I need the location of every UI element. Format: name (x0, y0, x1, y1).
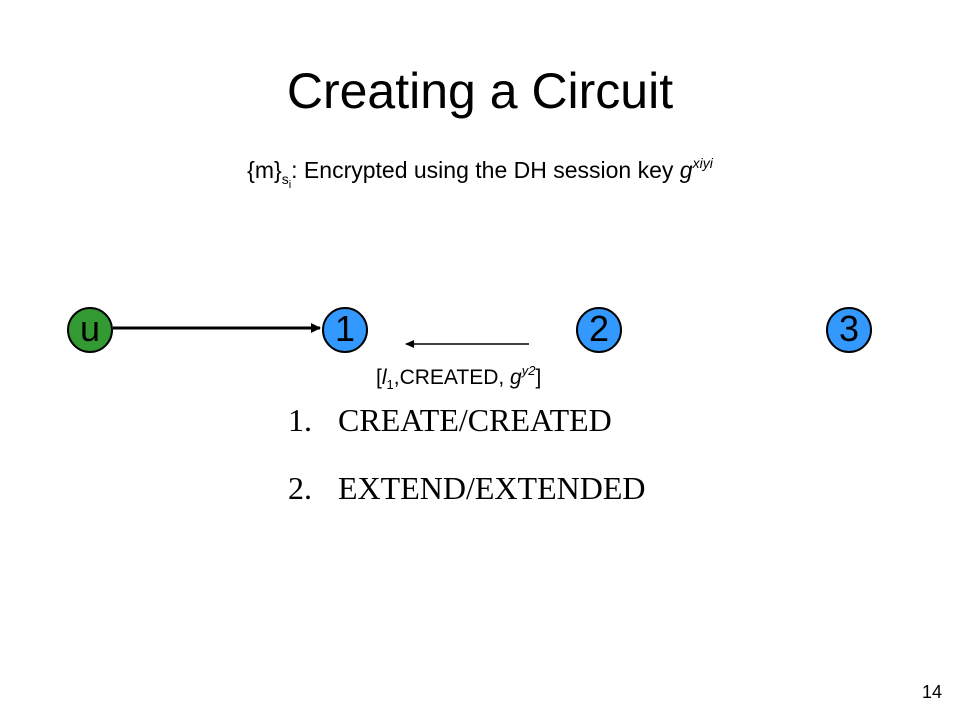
node-3: 3 (826, 307, 872, 353)
step-label: CREATE/CREATED (338, 402, 612, 438)
subtitle-subscript: si (281, 171, 291, 191)
subtitle-sub-base: s (281, 171, 289, 187)
message-close-bracket: ] (535, 366, 542, 389)
message-circuit-id-sub: 1 (386, 377, 394, 392)
message-middle: ,CREATED, (393, 366, 511, 389)
node-u: u (67, 307, 113, 353)
slide-number: 14 (921, 682, 942, 702)
subtitle-key-base: g (679, 157, 693, 183)
slide-title: Creating a Circuit (286, 63, 674, 119)
step-number: 1. (288, 402, 312, 438)
message-key-base: g (510, 366, 522, 389)
message-open-bracket: [ (376, 366, 382, 389)
message-circuit-id: l (381, 366, 387, 389)
message-key-exponent: y2 (521, 363, 536, 378)
step-number: 2. (288, 470, 312, 506)
message-label: [l1,CREATED, gy2] (376, 356, 541, 400)
step-item: 2. EXTEND/EXTENDED (288, 468, 645, 508)
step-label: EXTEND/EXTENDED (338, 470, 646, 506)
subtitle-key-exponent: xiyi (692, 155, 713, 171)
slide-subtitle: {m}si: Encrypted using the DH session ke… (0, 146, 960, 202)
node-2: 2 (576, 307, 622, 353)
subtitle-prefix: {m} (247, 157, 282, 183)
node-1: 1 (322, 307, 368, 353)
step-item: 1. CREATE/CREATED (288, 400, 612, 440)
subtitle-sub-index: i (288, 179, 292, 191)
subtitle-text: : Encrypted using the DH session key (291, 157, 680, 183)
